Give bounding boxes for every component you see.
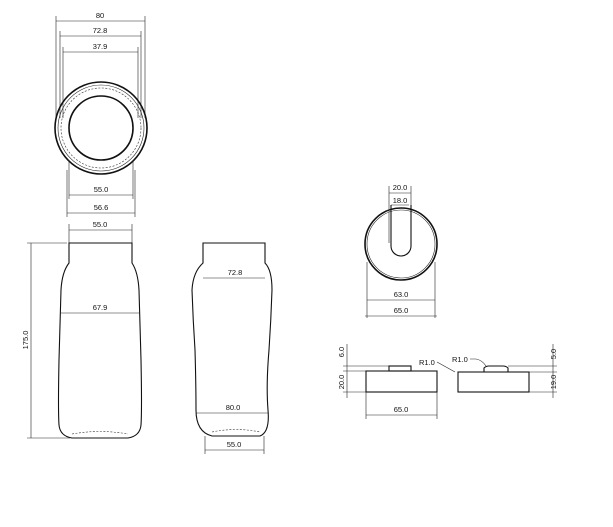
- front-view: 55.0 67.9 175.0: [21, 220, 143, 439]
- cap-side-body-right: [457, 371, 530, 393]
- side-view: 72.8 80.0 55.0: [191, 242, 273, 454]
- dim-cap-65-0: 65.0: [394, 306, 409, 315]
- dim-neck-55-0: 55.0: [93, 220, 108, 229]
- dim-56-6: 56.6: [94, 203, 109, 212]
- dim-cap-19-0: 19.0: [549, 375, 558, 390]
- bottle-side-outline: [191, 242, 273, 437]
- dim-cap-18-0: 18.0: [393, 196, 408, 205]
- cap-top-view: 20.0 18.0 63.0 65.0: [364, 183, 438, 318]
- cap-outer-circle: [364, 207, 438, 281]
- dim-cap-5-0: 5.0: [549, 349, 558, 359]
- dim-cap-20-0: 20.0: [393, 183, 408, 192]
- dim-37-9: 37.9: [93, 42, 108, 51]
- neck-opening-circle: [68, 95, 134, 161]
- dim-80: 80: [96, 11, 104, 20]
- dim-cap-63-0: 63.0: [394, 290, 409, 299]
- outer-rim-circle: [54, 81, 148, 175]
- dim-side-72-8: 72.8: [228, 268, 243, 277]
- dim-side-55-0: 55.0: [227, 440, 242, 449]
- dim-cap-20-0-height: 20.0: [337, 375, 346, 390]
- cap-spout-slot: [390, 205, 412, 257]
- dim-cap-width-65-0: 65.0: [394, 405, 409, 414]
- dim-55-0: 55.0: [94, 185, 109, 194]
- dim-body-67-9: 67.9: [93, 303, 108, 312]
- cap-side-body-left: [365, 370, 438, 393]
- radius-callout-right: R1.0: [452, 355, 468, 364]
- top-view: 80 72.8 37.9 55.0 56.6: [54, 11, 148, 217]
- radius-callout-left: R1.0: [419, 358, 435, 367]
- dim-cap-6-0: 6.0: [337, 347, 346, 357]
- dim-side-80-0: 80.0: [226, 403, 241, 412]
- dim-72-8: 72.8: [93, 26, 108, 35]
- cap-side-view-right: R1.0 5.0 19.0: [452, 344, 558, 398]
- cap-side-view-left: 6.0 20.0 R1.0 65.0: [337, 344, 456, 419]
- bottle-front-outline: [57, 242, 143, 439]
- dim-height-175-0: 175.0: [21, 331, 30, 350]
